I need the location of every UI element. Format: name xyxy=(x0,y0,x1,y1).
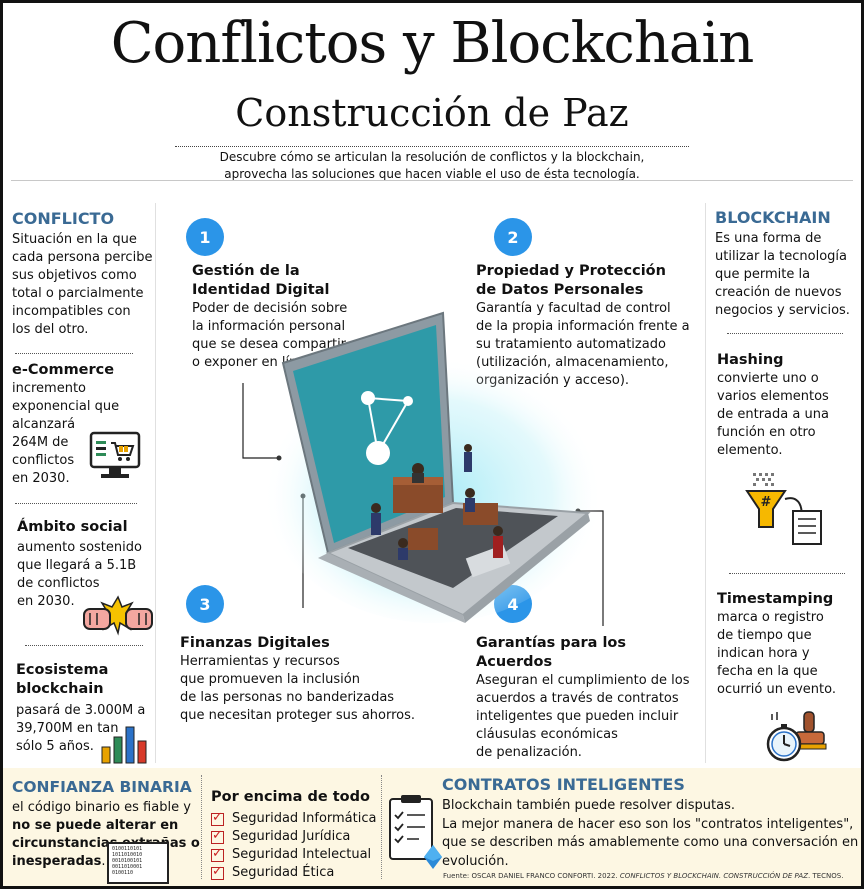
contratos-text: Blockchain también puede resolver disput… xyxy=(442,798,859,869)
conflicto-text: Situación en la que cada persona percibe… xyxy=(12,232,153,337)
point-3-text: Herramientas y recursos que promueven la… xyxy=(180,654,416,723)
point-4: Garantías para los Acuerdos Aseguran el … xyxy=(476,634,706,762)
source-footer: Fuente: OSCAR DANIEL FRANCO CONFORTI. 20… xyxy=(443,872,844,880)
ecommerce-text: incremento exponencial que alcanzará 264… xyxy=(12,381,120,486)
checkbox-icon xyxy=(211,863,224,881)
binary-text: 0100110101 1011010010 0010100101 0011010… xyxy=(112,846,143,876)
point-2-title: Propiedad y Protección de Datos Personal… xyxy=(476,263,666,298)
list-item: Seguridad Informática xyxy=(211,809,381,828)
encima-title: Por encima de todo xyxy=(211,789,370,805)
point-2-badge: 2 xyxy=(494,218,532,256)
checkbox-icon xyxy=(211,827,224,845)
ecommerce-section: e-Commerce incremento exponencial que al… xyxy=(12,361,152,488)
checkbox-icon xyxy=(211,845,224,863)
encima-section: Por encima de todo Seguridad Informática… xyxy=(211,788,381,882)
contratos-title: CONTRATOS INTELIGENTES xyxy=(442,775,685,794)
contract-clipboard-icon xyxy=(389,795,442,869)
clock-stamp-icon xyxy=(766,711,827,762)
conflicto-title: CONFLICTO xyxy=(12,209,115,228)
security-list: Seguridad Informática Seguridad Jurídica… xyxy=(211,809,381,882)
list-item: Seguridad Ética xyxy=(211,863,381,882)
point-1: Gestión de la Identidad Digital Poder de… xyxy=(192,262,382,372)
divider xyxy=(729,573,845,574)
list-item: Seguridad Intelectual xyxy=(211,845,381,864)
point-1-badge: 1 xyxy=(186,218,224,256)
social-text: aumento sostenido que llegará a 5.1B de … xyxy=(17,540,142,609)
divider xyxy=(11,180,853,181)
divider xyxy=(25,645,143,646)
point-1-text: Poder de decisión sobre la información p… xyxy=(192,301,348,370)
point-4-title: Garantías para los Acuerdos xyxy=(476,635,627,670)
shopping-cart-monitor-icon xyxy=(89,431,141,478)
divider xyxy=(175,146,689,147)
ecosistema-text: pasará de 3.000M a 39,700M en tan sólo 5… xyxy=(16,703,146,754)
blockchain-title: BLOCKCHAIN xyxy=(715,208,831,227)
binary-laptop-icon: 0100110101 1011010010 0010100101 0011010… xyxy=(107,842,169,884)
timestamping-text: marca o registro de tiempo que indican h… xyxy=(717,610,836,697)
fists-conflict-icon xyxy=(83,595,153,636)
svg-text:#: # xyxy=(761,495,772,510)
hashing-section: Hashing convierte uno o varios elementos… xyxy=(717,351,857,460)
hashing-text: convierte uno o varios elementos de entr… xyxy=(717,371,829,458)
page-subtitle: Construcción de Paz xyxy=(235,91,629,135)
divider xyxy=(705,203,706,763)
list-item: Seguridad Jurídica xyxy=(211,827,381,846)
divider xyxy=(155,203,156,763)
hashing-funnel-icon: # xyxy=(745,473,822,545)
laptop-illustration xyxy=(263,311,603,623)
blockchain-text: Es una forma de utilizar la tecnología q… xyxy=(715,231,850,318)
social-section: Ámbito social aumento sostenido que lleg… xyxy=(17,518,157,611)
divider xyxy=(381,775,382,879)
point-1-title: Gestión de la Identidad Digital xyxy=(192,263,330,298)
growth-bar-chart-icon xyxy=(101,726,147,764)
courtroom-figures xyxy=(371,444,503,560)
timestamping-section: Timestamping marca o registro de tiempo … xyxy=(717,590,857,699)
ecosistema-section: Ecosistema blockchain pasará de 3.000M a… xyxy=(16,661,161,756)
page-title: Conflictos y Blockchain xyxy=(110,11,755,76)
ecosistema-title: Ecosistema blockchain xyxy=(16,662,109,697)
divider xyxy=(727,333,843,334)
checkbox-icon xyxy=(211,809,224,827)
timestamping-title: Timestamping xyxy=(717,591,834,607)
point-4-text: Aseguran el cumplimiento de los acuerdos… xyxy=(476,673,690,760)
divider xyxy=(15,503,137,504)
hashing-title: Hashing xyxy=(717,352,784,368)
confianza-text: el código binario es fiable y no se pued… xyxy=(12,800,200,869)
page-description: Descubre cómo se articulan la resolución… xyxy=(219,150,645,181)
network-icon xyxy=(361,391,413,465)
divider xyxy=(201,775,202,879)
point-3-badge: 3 xyxy=(186,585,224,623)
social-title: Ámbito social xyxy=(17,519,128,535)
conflicto-section: CONFLICTO Situación en la que cada perso… xyxy=(12,209,157,339)
confianza-title: CONFIANZA BINARIA xyxy=(12,778,192,796)
contratos-section: CONTRATOS INTELIGENTES Blockchain tambié… xyxy=(442,775,860,871)
confianza-section: CONFIANZA BINARIA el código binario es f… xyxy=(12,778,200,871)
divider xyxy=(15,353,133,354)
ecommerce-title: e-Commerce xyxy=(12,362,115,378)
point-3-title: Finanzas Digitales xyxy=(180,635,330,651)
point-3: Finanzas Digitales Herramientas y recurs… xyxy=(180,634,420,725)
blockchain-section: BLOCKCHAIN Es una forma de utilizar la t… xyxy=(715,208,860,320)
